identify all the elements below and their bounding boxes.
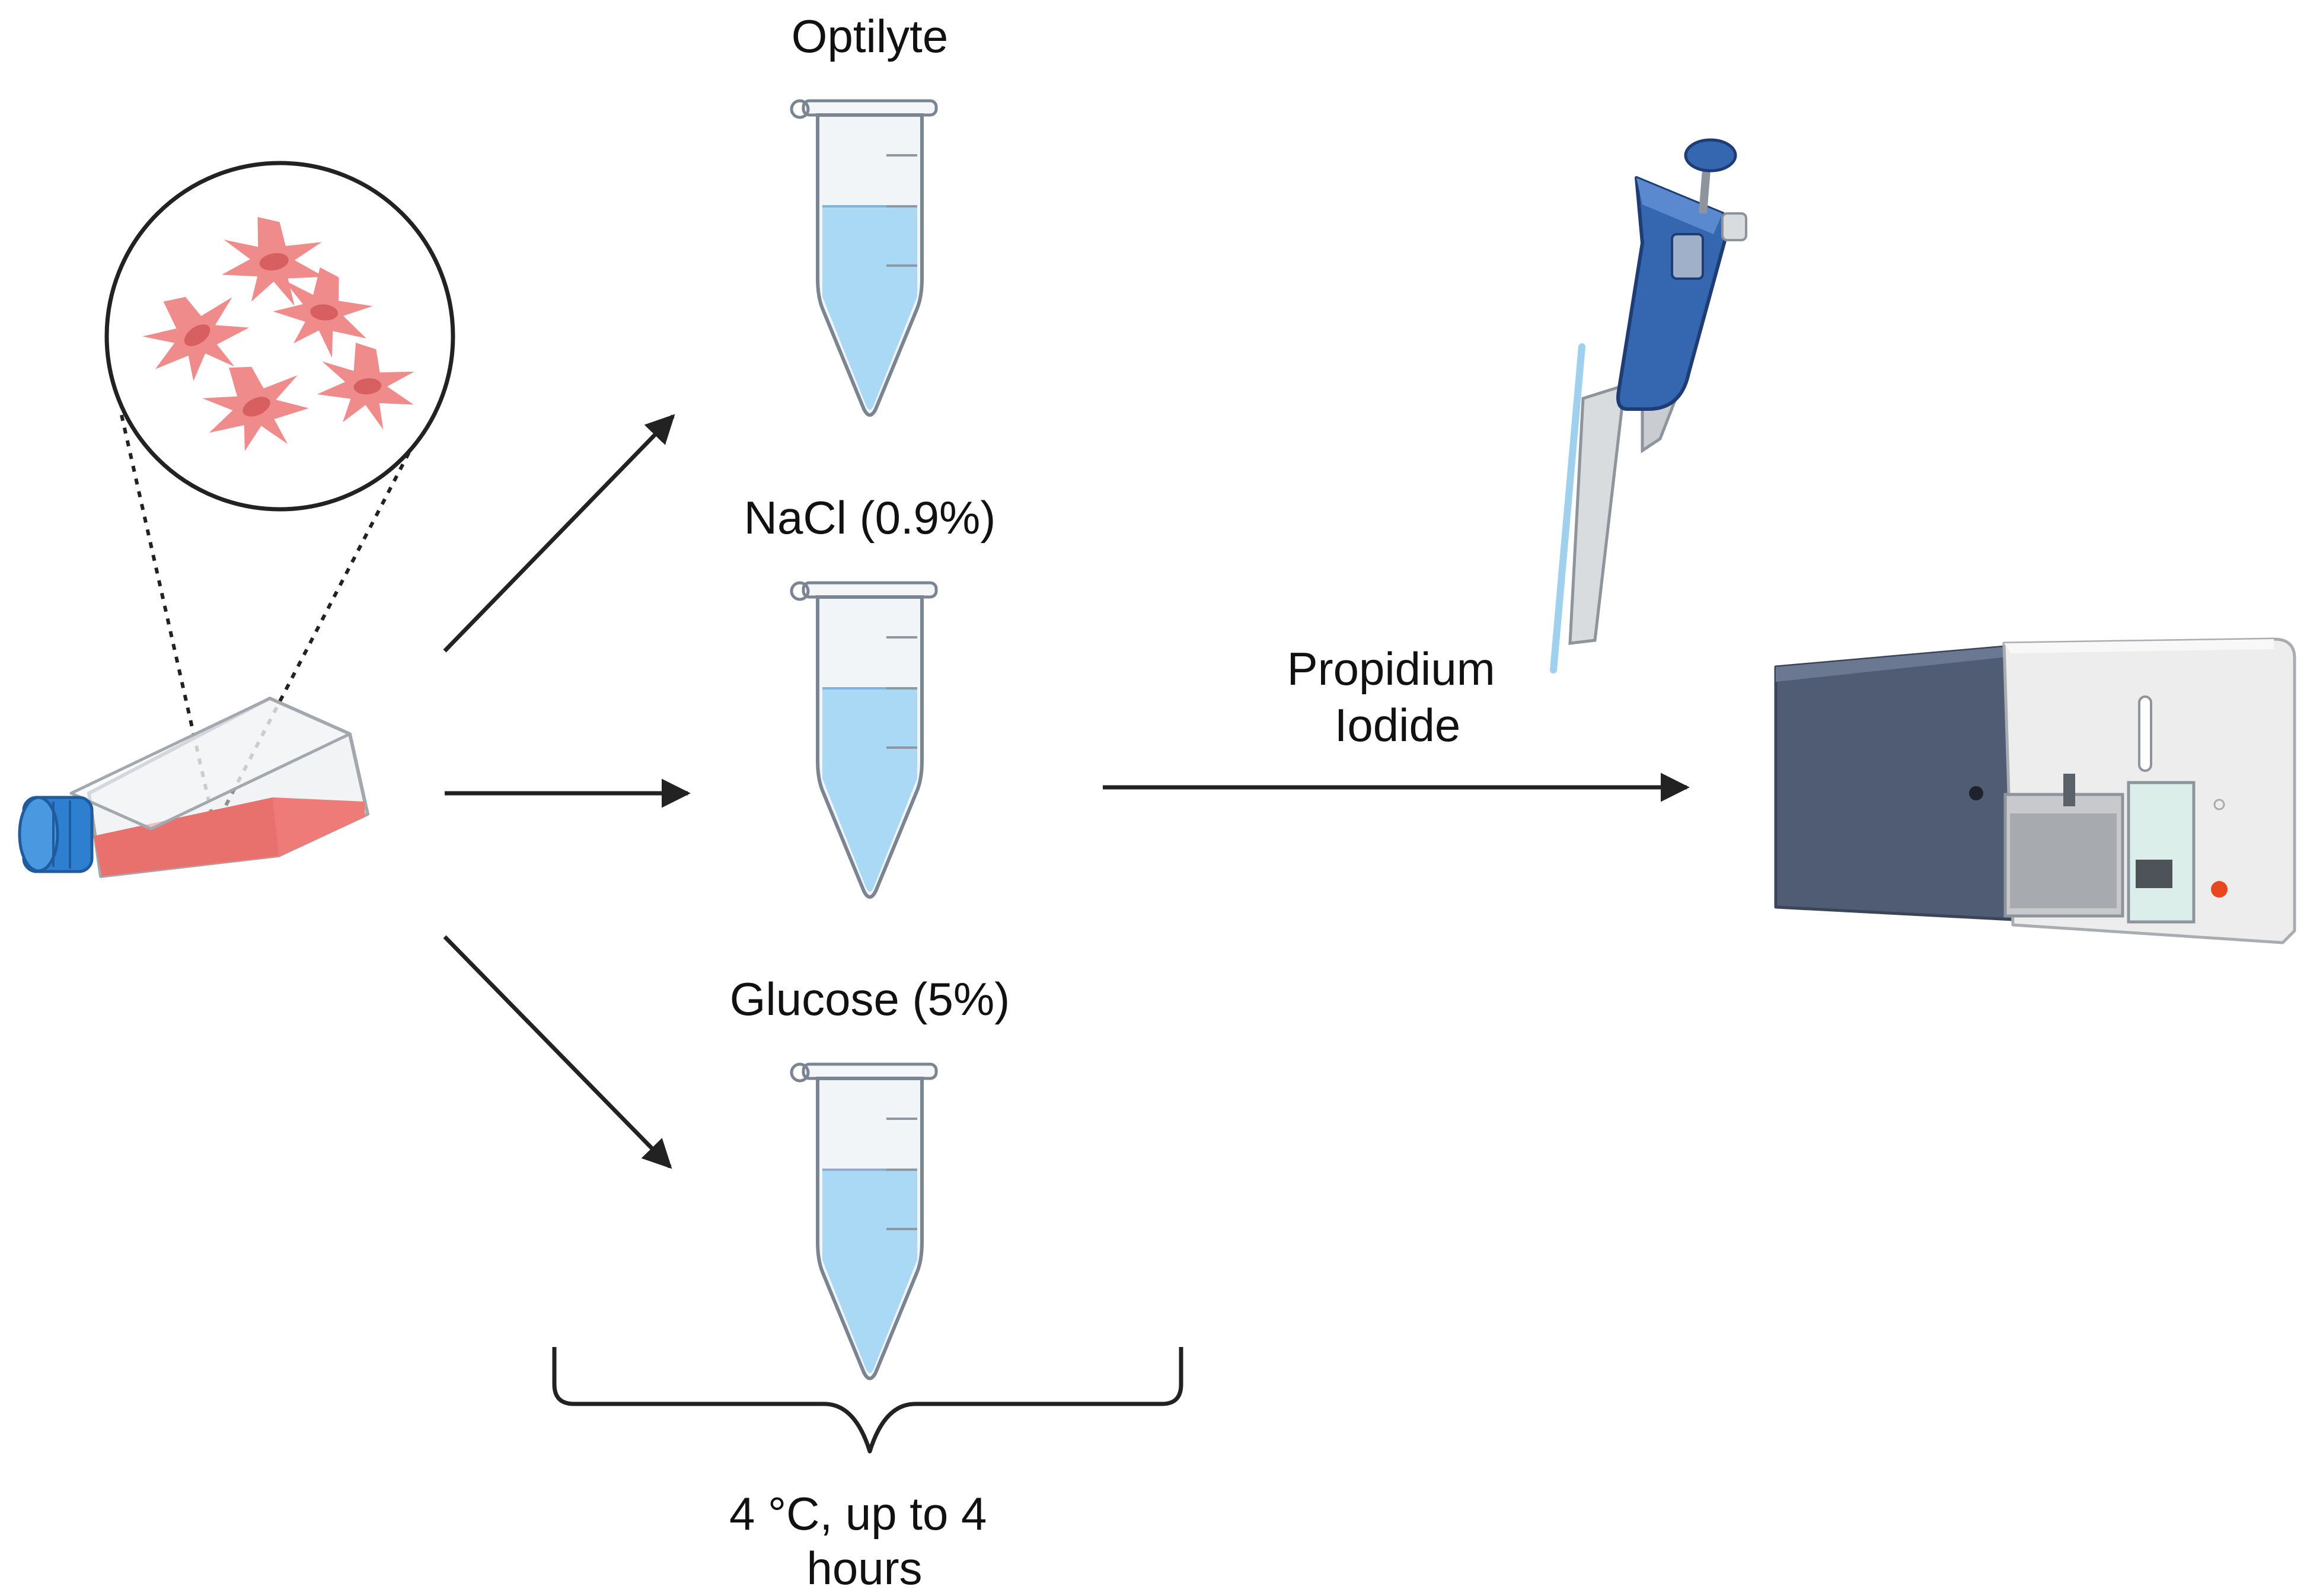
tube-label-optilyte: Optilyte: [792, 10, 948, 62]
curly-brace: [552, 1347, 1183, 1454]
microtube-icon: [792, 583, 936, 897]
micropipette-icon: [1550, 138, 1747, 673]
microtube-icon: [792, 1064, 936, 1378]
cell-culture-flask-icon: [18, 697, 369, 878]
microtube-icon: [792, 101, 936, 415]
reagent-label-line1: Propidium: [1287, 643, 1495, 695]
arrow-to-optilyte: [443, 414, 675, 653]
reagent-label-line2: Iodide: [1335, 699, 1461, 751]
condition-label-line1: 4 °C, up to 4: [729, 1488, 987, 1540]
arrow-to-glucose: [443, 935, 672, 1169]
condition-label-line2: hours: [806, 1542, 922, 1594]
reagent-label: Propidium Iodide: [1287, 643, 1508, 751]
tube-label-nacl: NaCl (0.9%): [744, 491, 996, 544]
flow-cytometer-icon: [1774, 637, 2296, 944]
tube-label-glucose: Glucose (5%): [730, 973, 1010, 1025]
condition-label: 4 °C, up to 4 hours: [729, 1488, 1000, 1594]
